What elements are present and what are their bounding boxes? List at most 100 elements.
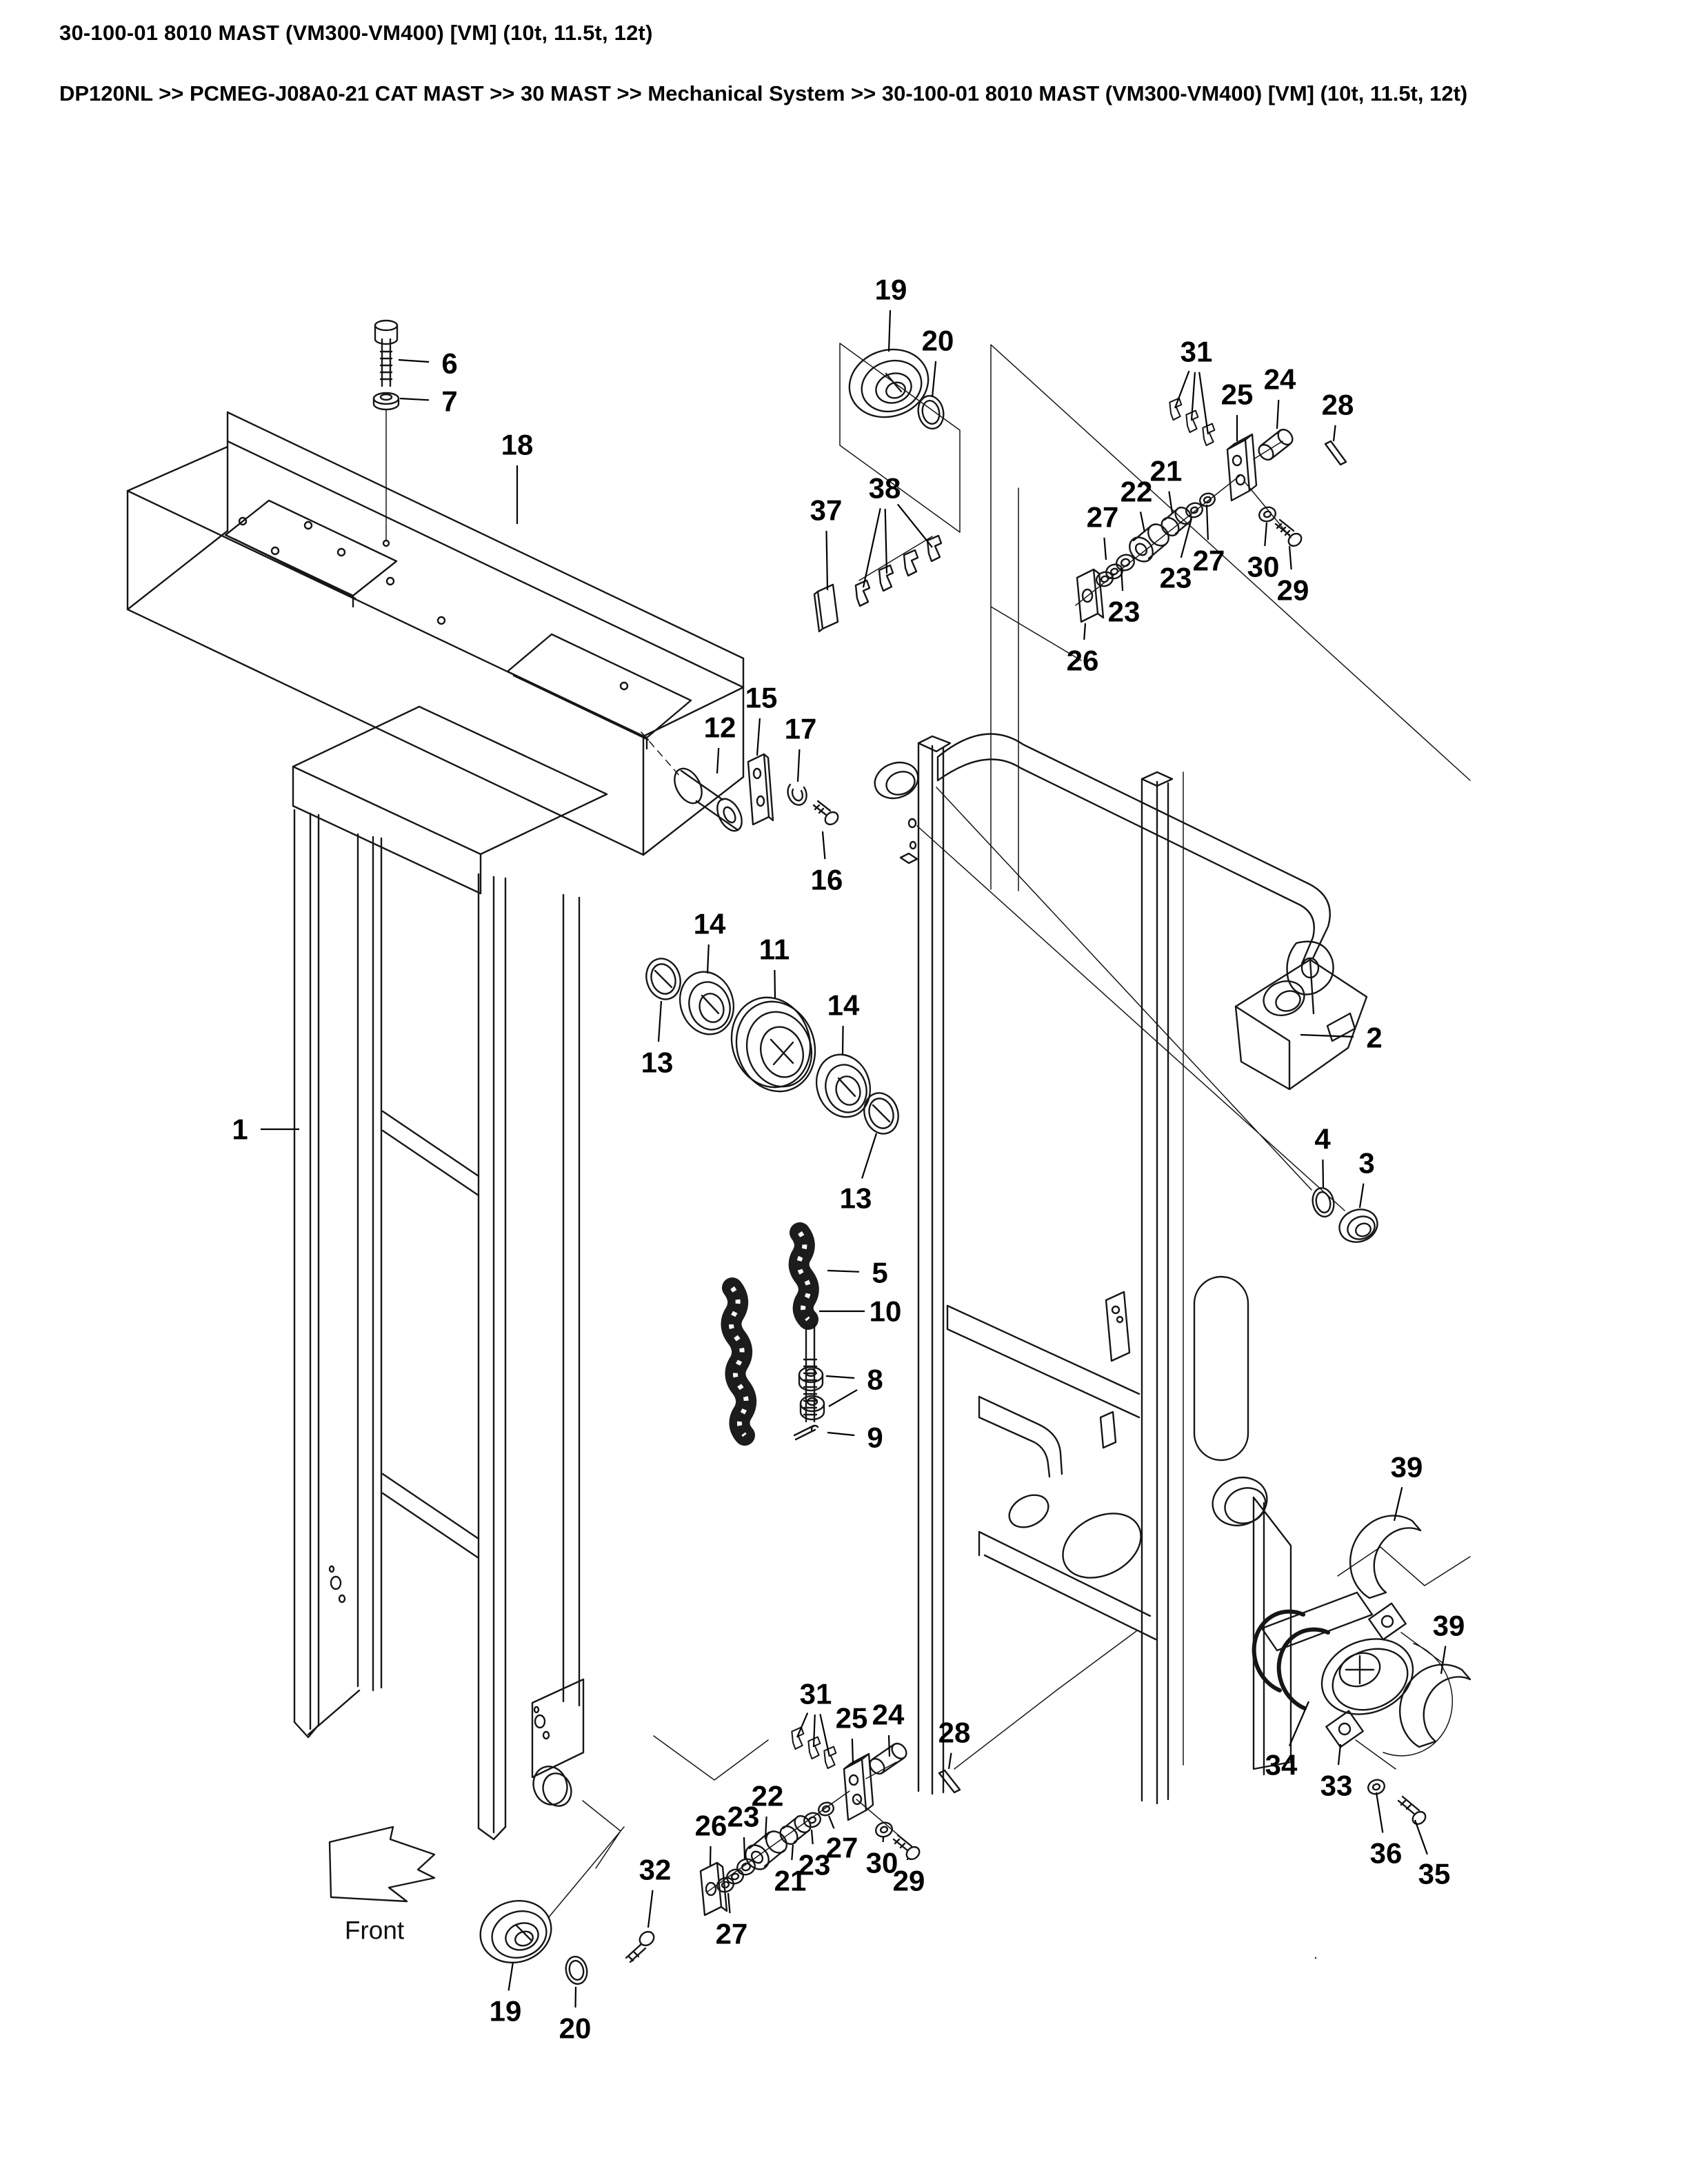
- callout-leader-23: [810, 1829, 814, 1845]
- callout-leader-8: [825, 1375, 855, 1379]
- callout-leader-31: [796, 1712, 809, 1738]
- callout-leader-31: [812, 1714, 816, 1748]
- bolt-6-washer-7-drawing: [372, 319, 400, 540]
- callout-leader-27: [1205, 504, 1209, 540]
- callout-17: 17: [785, 713, 817, 745]
- callout-23: 23: [1160, 562, 1192, 594]
- callout-28: 28: [938, 1717, 971, 1749]
- callout-12: 12: [704, 711, 736, 744]
- callout-25: 25: [836, 1702, 868, 1735]
- callout-4: 4: [1314, 1123, 1331, 1155]
- bottom-roller-19-20-drawing: [479, 1899, 588, 1985]
- callout-23: 23: [1108, 596, 1141, 628]
- callout-34: 34: [1265, 1749, 1298, 1781]
- callout-32: 32: [639, 1854, 672, 1886]
- callout-leader-7: [399, 397, 430, 401]
- callout-leader-39: [1440, 1646, 1447, 1675]
- callout-13: 13: [641, 1046, 674, 1079]
- callout-leader-28: [947, 1752, 952, 1770]
- callout-27: 27: [1193, 545, 1225, 577]
- callout-23: 23: [798, 1849, 831, 1881]
- callout-36: 36: [1370, 1837, 1403, 1870]
- callout-6: 6: [441, 347, 457, 380]
- callout-33: 33: [1320, 1770, 1353, 1802]
- callout-leader-31: [819, 1714, 831, 1757]
- callout-leader-15: [756, 718, 761, 756]
- top-roller-19-20-drawing: [839, 343, 961, 533]
- callout-leader-27: [1103, 537, 1107, 560]
- callout-leader-6: [398, 358, 430, 363]
- callout-20: 20: [559, 2012, 592, 2045]
- beam-18-drawing: [126, 411, 745, 856]
- callout-leader-26: [709, 1846, 712, 1866]
- callout-leader-9: [827, 1431, 855, 1437]
- shims-37-38-drawing: [813, 534, 943, 633]
- callout-leader-39: [1393, 1486, 1403, 1521]
- callout-leader-38: [884, 508, 888, 574]
- callout-leader-23: [743, 1837, 746, 1859]
- pin-12-group-drawing: [641, 731, 839, 832]
- callout-24: 24: [1264, 363, 1296, 396]
- breadcrumb: DP120NL >> PCMEG-J08A0-21 CAT MAST >> 30…: [59, 81, 1468, 105]
- callout-leader-3: [1358, 1183, 1365, 1209]
- callout-leader-26: [1083, 623, 1087, 640]
- callout-39: 39: [1391, 1451, 1423, 1484]
- callout-5: 5: [872, 1257, 887, 1289]
- callout-leader-24: [887, 1735, 891, 1757]
- callout-14: 14: [694, 908, 726, 940]
- callout-leader-21: [1168, 491, 1174, 514]
- page-title: 30-100-01 8010 MAST (VM300-VM400) [VM] (…: [59, 21, 653, 45]
- callout-leader-11: [774, 969, 776, 999]
- callout-leader-22: [764, 1816, 767, 1840]
- callout-leader-31: [1174, 370, 1190, 409]
- callout-leader-25: [851, 1738, 854, 1764]
- bracket-2-drawing: [1234, 958, 1378, 1243]
- chain-anchor-group-drawing: [721, 1222, 825, 1446]
- callout-leader-8: [828, 1389, 858, 1407]
- callout-leader-24: [1276, 399, 1280, 429]
- callout-13: 13: [840, 1182, 872, 1215]
- callout-leader-19: [508, 1961, 514, 1991]
- callout-leader-36: [1375, 1792, 1384, 1833]
- outer-mast-drawing: [292, 705, 625, 1919]
- callout-21: 21: [774, 1865, 807, 1897]
- callout-27: 27: [1087, 501, 1119, 534]
- callout-11: 11: [759, 933, 790, 966]
- callout-14: 14: [827, 989, 860, 1022]
- callout-9: 9: [867, 1422, 883, 1454]
- callout-29: 29: [1277, 574, 1309, 607]
- callout-19: 19: [875, 274, 907, 306]
- callout-26: 26: [1067, 645, 1099, 677]
- callout-leader-14: [706, 944, 710, 974]
- callout-10: 10: [870, 1295, 902, 1328]
- callout-30: 30: [866, 1847, 898, 1879]
- callout-leader-22: [1139, 512, 1146, 533]
- callout-37: 37: [810, 494, 843, 527]
- callout-16: 16: [811, 864, 843, 896]
- callout-39: 39: [1433, 1610, 1465, 1642]
- callout-23: 23: [727, 1801, 760, 1833]
- callout-leader-17: [796, 749, 801, 782]
- front-arrow: [328, 1826, 436, 1903]
- callout-18: 18: [501, 429, 534, 461]
- callout-20: 20: [922, 325, 954, 357]
- roller-stack-drawing: [645, 958, 899, 1135]
- callout-leader-12: [716, 747, 720, 774]
- callout-leader-34: [1288, 1701, 1310, 1746]
- callout-leader-31: [1190, 372, 1196, 421]
- callout-22: 22: [1121, 476, 1153, 508]
- callout-30: 30: [1247, 551, 1280, 583]
- callout-leader-38: [862, 508, 881, 588]
- callout-35: 35: [1418, 1858, 1451, 1890]
- front-label: Front: [345, 1917, 405, 1945]
- callout-21: 21: [1150, 455, 1183, 487]
- callout-leader-38: [896, 503, 933, 548]
- page-header: 30-100-01 8010 MAST (VM300-VM400) [VM] (…: [59, 21, 1604, 108]
- inner-mast-drawing: [874, 733, 1345, 1805]
- upper-roller-cluster-drawing: [990, 344, 1471, 891]
- callout-leader-19: [887, 310, 892, 352]
- callout-leader-13: [657, 1000, 663, 1042]
